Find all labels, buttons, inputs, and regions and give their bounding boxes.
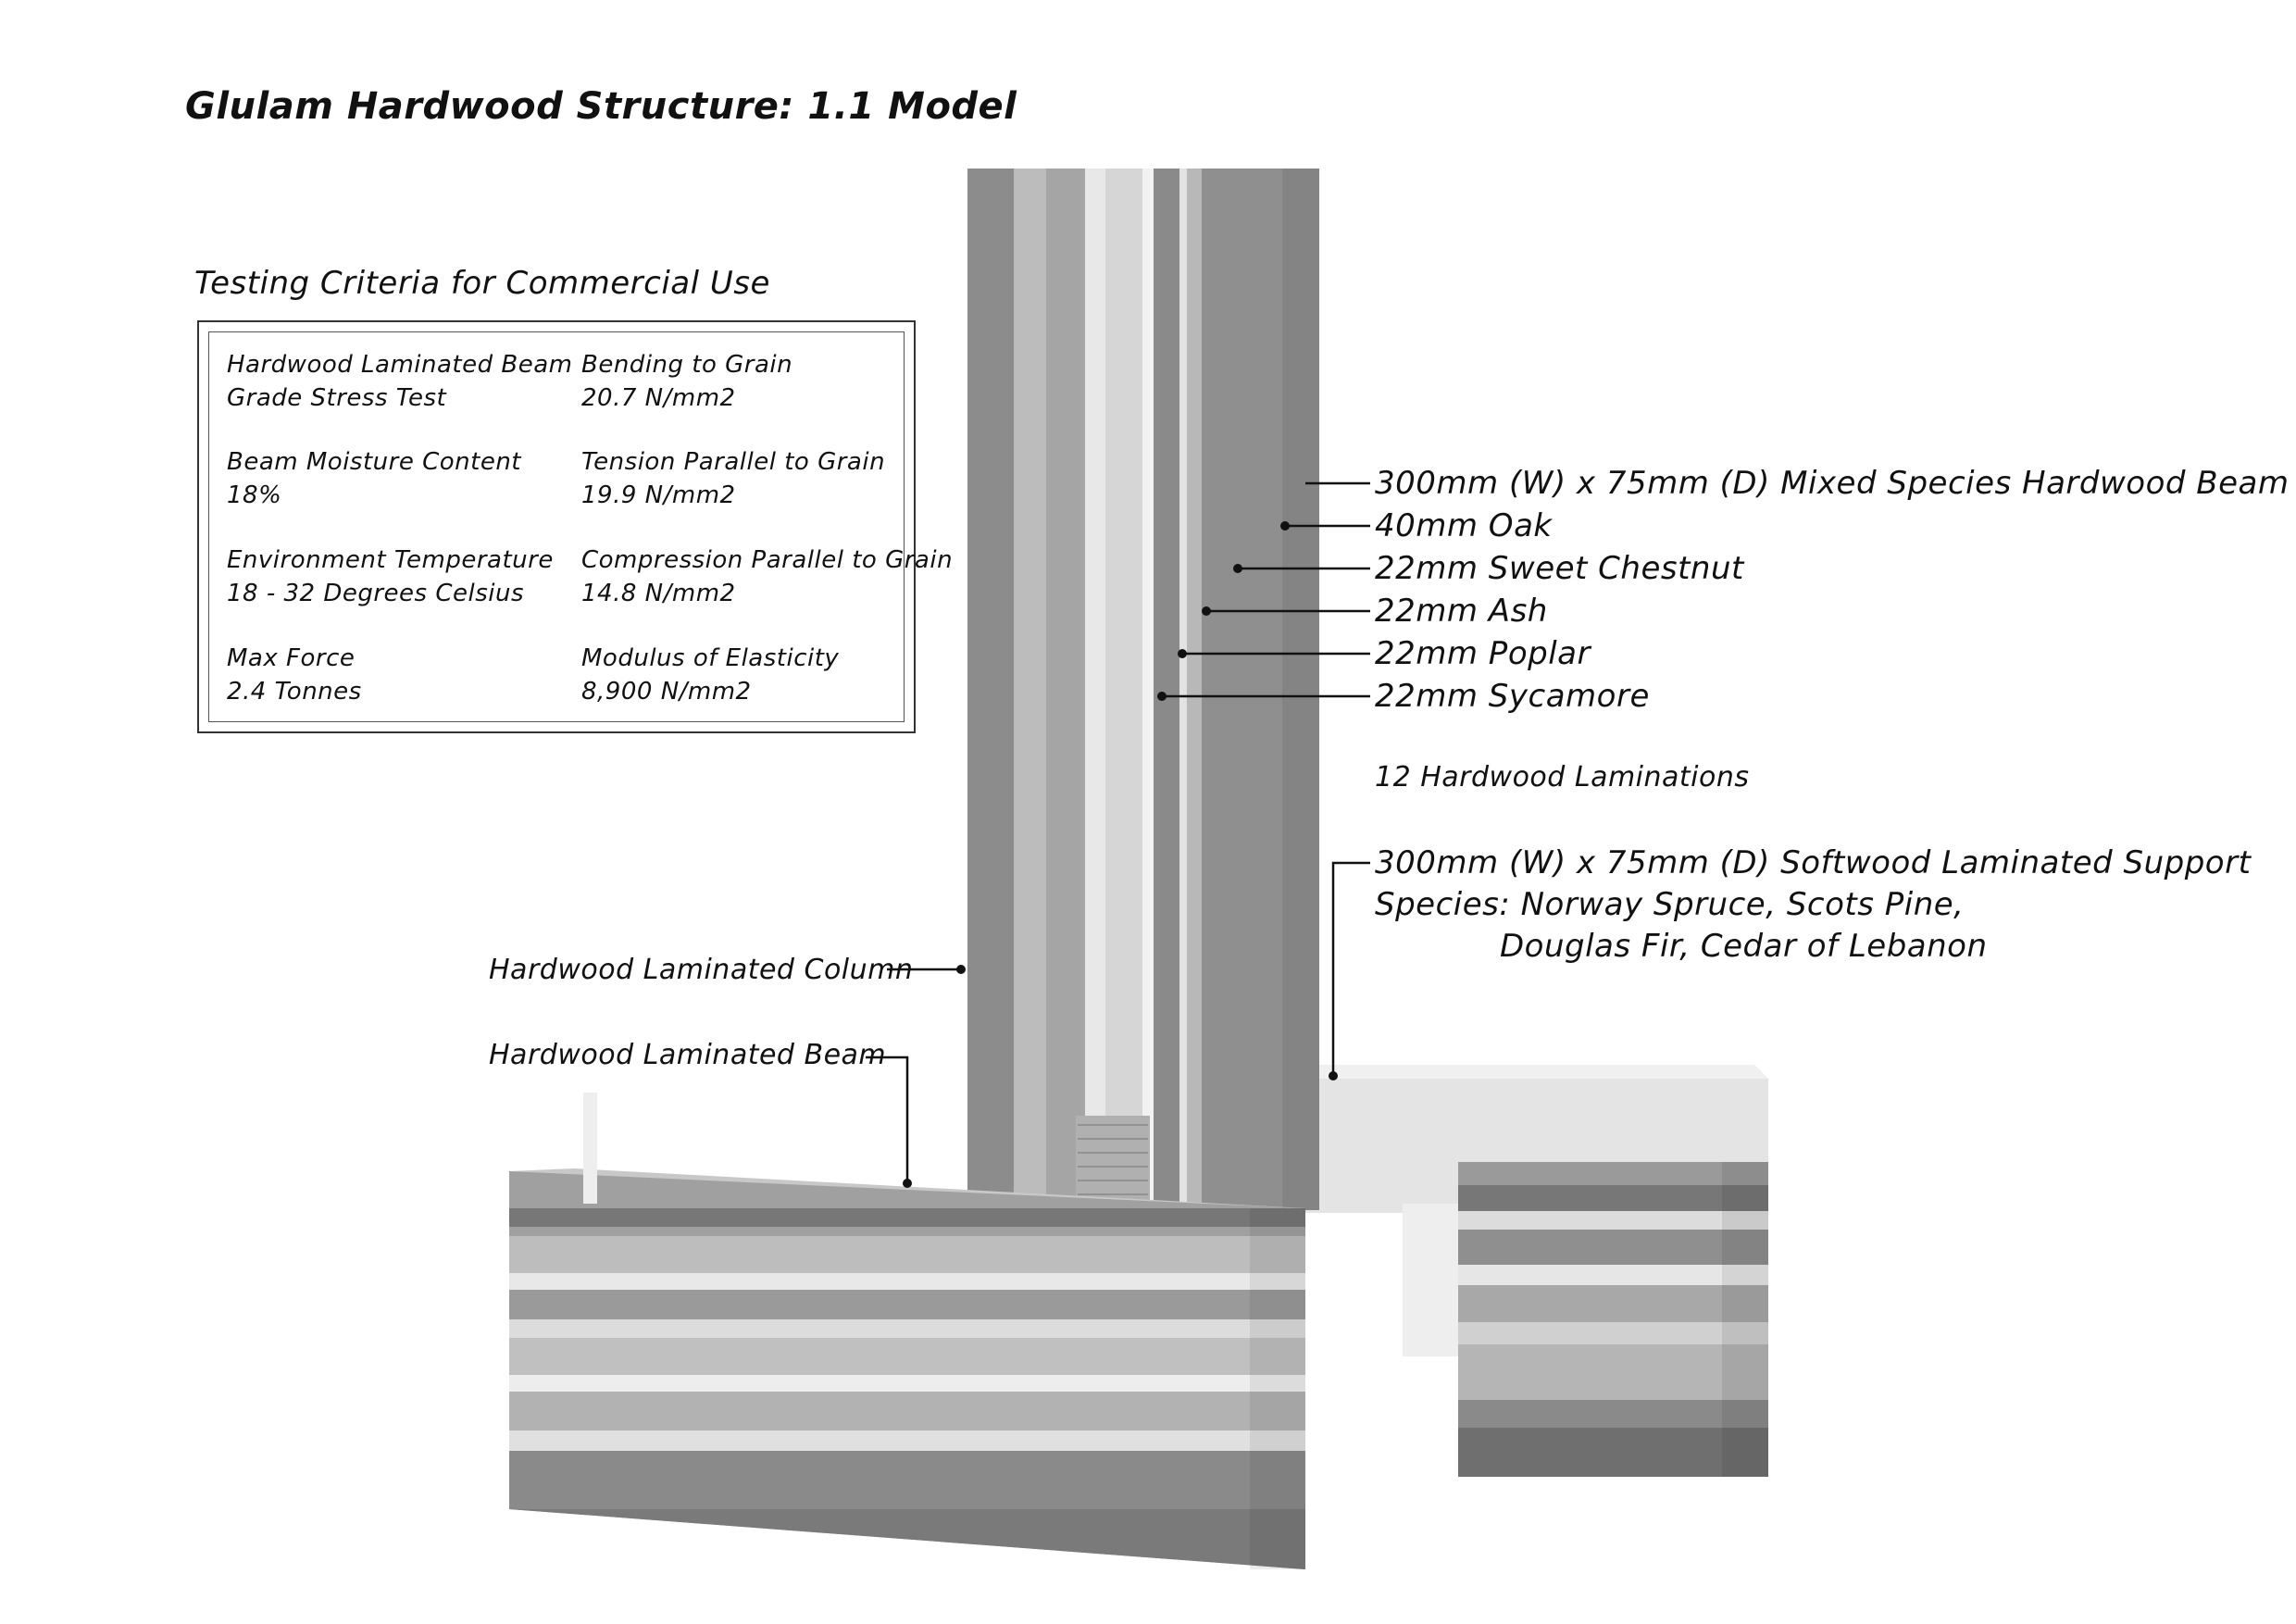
criteria-item: Bending to Grain 20.7 N/mm2 [581,348,792,415]
softwood-support-leg [1458,1162,1768,1477]
criteria-item: Beam Moisture Content 18% [227,445,521,512]
criteria-label: Hardwood Laminated Beam [227,351,573,379]
callout-hardwood-beam-spec: 300mm (W) x 75mm (D) Mixed Species Hardw… [1375,465,2290,502]
leader-dots [903,521,1338,1188]
criteria-item: Tension Parallel to Grain 19.9 N/mm2 [581,445,885,512]
criteria-item: Compression Parallel to Grain 14.8 N/mm2 [581,543,953,610]
criteria-value: 14.8 N/mm2 [581,580,736,607]
criteria-item: Max Force 2.4 Tonnes [227,642,362,708]
callout-ash: 22mm Ash [1375,593,1548,630]
criteria-value: Grade Stress Test [227,384,447,412]
hardwood-beam [509,1093,1305,1569]
callout-oak: 40mm Oak [1375,507,1553,544]
criteria-label: Bending to Grain [581,351,793,379]
criteria-item: Hardwood Laminated Beam Grade Stress Tes… [227,348,572,415]
criteria-inner-frame [208,331,905,722]
criteria-item: Modulus of Elasticity 8,900 N/mm2 [581,642,839,708]
criteria-label: Modulus of Elasticity [581,644,840,672]
callout-softwood-support: 300mm (W) x 75mm (D) Softwood Laminated … [1375,844,2252,881]
callout-laminations: 12 Hardwood Laminations [1375,761,1750,793]
hardwood-column [967,169,1319,1210]
leader-lines [866,481,1370,1183]
criteria-box: Hardwood Laminated Beam Grade Stress Tes… [197,320,953,733]
callout-hardwood-column: Hardwood Laminated Column [489,954,914,986]
softwood-support [1305,1065,1768,1477]
criteria-item: Environment Temperature 18 - 32 Degrees … [227,543,554,610]
page-title: Glulam Hardwood Structure: 1.1 Model [185,85,1017,128]
criteria-value: 2.4 Tonnes [227,678,362,706]
callout-hardwood-beam: Hardwood Laminated Beam [489,1039,887,1071]
criteria-value: 19.9 N/mm2 [581,481,736,509]
criteria-value: 18 - 32 Degrees Celsius [227,580,525,607]
criteria-label: Environment Temperature [227,546,554,574]
criteria-label: Tension Parallel to Grain [581,448,886,476]
callout-sycamore: 22mm Sycamore [1375,678,1650,715]
criteria-value: 8,900 N/mm2 [581,678,752,706]
callout-species-line1: Species: Norway Spruce, Scots Pine, [1375,886,1965,923]
criteria-label: Beam Moisture Content [227,448,521,476]
criteria-label: Compression Parallel to Grain [581,546,954,574]
callout-poplar: 22mm Poplar [1375,635,1591,672]
callout-sweet-chestnut: 22mm Sweet Chestnut [1375,550,1744,587]
criteria-value: 18% [227,481,282,509]
criteria-value: 20.7 N/mm2 [581,384,736,412]
callout-species-line2: Douglas Fir, Cedar of Lebanon [1500,928,1988,965]
criteria-heading: Testing Criteria for Commercial Use [194,265,770,302]
criteria-label: Max Force [227,644,356,672]
